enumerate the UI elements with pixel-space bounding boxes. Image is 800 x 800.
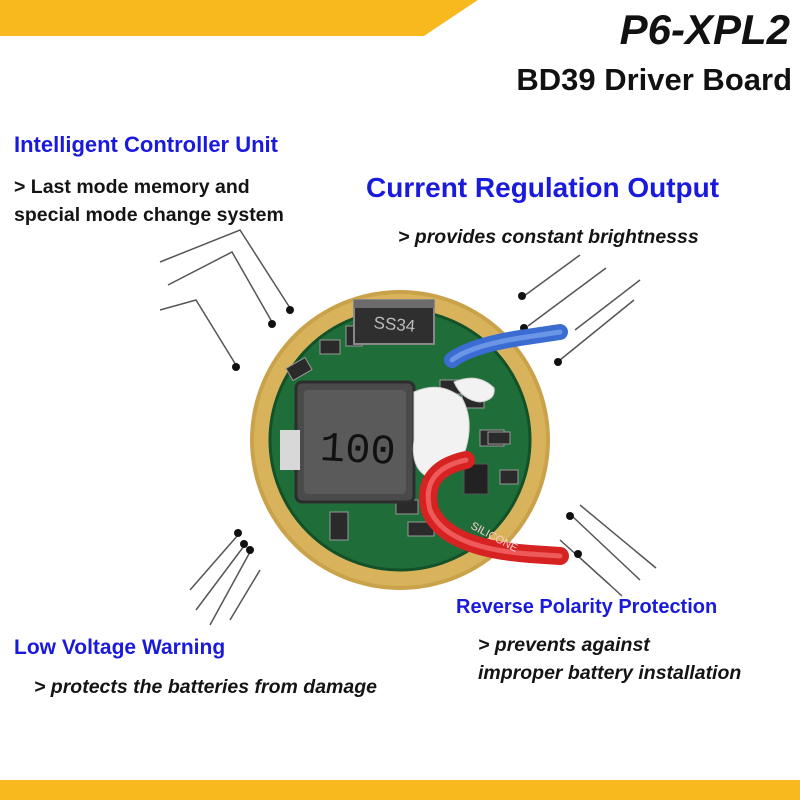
feature-title-voltage: Low Voltage Warning (14, 636, 226, 659)
feature-title-polarity: Reverse Polarity Protection (456, 596, 718, 618)
feature-title-regulation: Current Regulation Output (366, 172, 720, 203)
top-banner (0, 0, 800, 36)
feature-desc-controller-line1: > Last mode memory and (14, 176, 250, 198)
inductor-marking: 100 (319, 425, 397, 477)
callout-lines-controller (159, 229, 291, 366)
feature-desc-regulation: > provides constant brightnesss (398, 226, 699, 248)
bottom-banner (0, 780, 800, 800)
driver-board: SS34 100 (250, 290, 550, 590)
feature-desc-voltage: > protects the batteries from damage (34, 676, 377, 698)
feature-title-controller: Intelligent Controller Unit (14, 132, 278, 157)
feature-desc-polarity-line1: > prevents against (478, 634, 650, 656)
feature-desc-controller-line2: special mode change system (14, 204, 284, 226)
model-title: P6-XPL2 (619, 6, 790, 53)
callout-dots-controller (232, 306, 294, 371)
callout-dots-voltage (234, 529, 254, 554)
feature-desc-polarity-line2: improper battery installation (478, 662, 742, 684)
diode-marking: SS34 (373, 313, 416, 336)
board-subtitle: BD39 Driver Board (516, 62, 792, 97)
callout-lines-voltage (189, 534, 261, 626)
callout-lines-polarity (559, 504, 657, 597)
callout-lines-regulation (523, 254, 641, 361)
callout-dots-polarity (566, 512, 582, 558)
